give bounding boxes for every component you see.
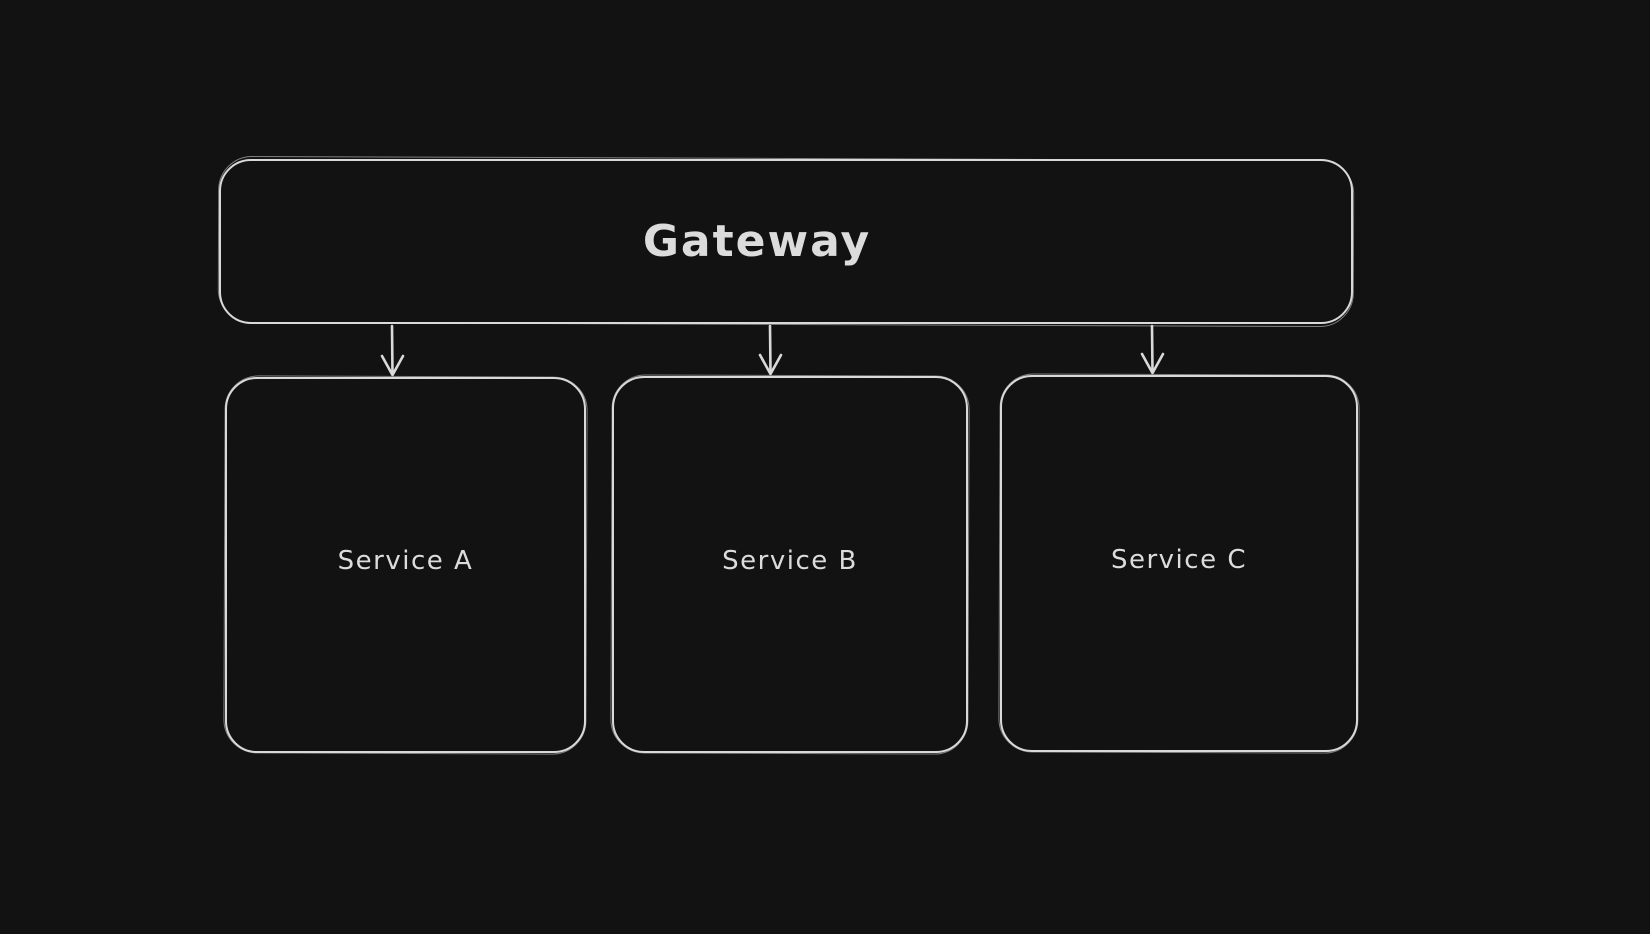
node-service-a[interactable]: Service A [225,377,586,753]
node-service-b-label: Service B [722,545,858,576]
node-service-c[interactable]: Service C [1000,375,1358,752]
arrow-head-icon [1140,352,1165,375]
node-service-c-label: Service C [1110,544,1247,575]
node-service-a-label: Service A [337,546,474,576]
arrow-gateway-to-service-a[interactable] [380,324,405,377]
arrow-shaft [768,324,772,374]
arrow-head-icon [380,354,405,377]
node-service-b[interactable]: Service B [612,376,968,753]
arrow-shaft [1150,324,1154,373]
arrow-head-icon [758,353,783,376]
node-gateway[interactable]: Gateway [219,159,1353,324]
node-gateway-label: Gateway [642,216,872,267]
arrow-shaft [390,324,394,375]
arrow-gateway-to-service-c[interactable] [1140,324,1165,375]
arrow-gateway-to-service-b[interactable] [758,324,783,376]
